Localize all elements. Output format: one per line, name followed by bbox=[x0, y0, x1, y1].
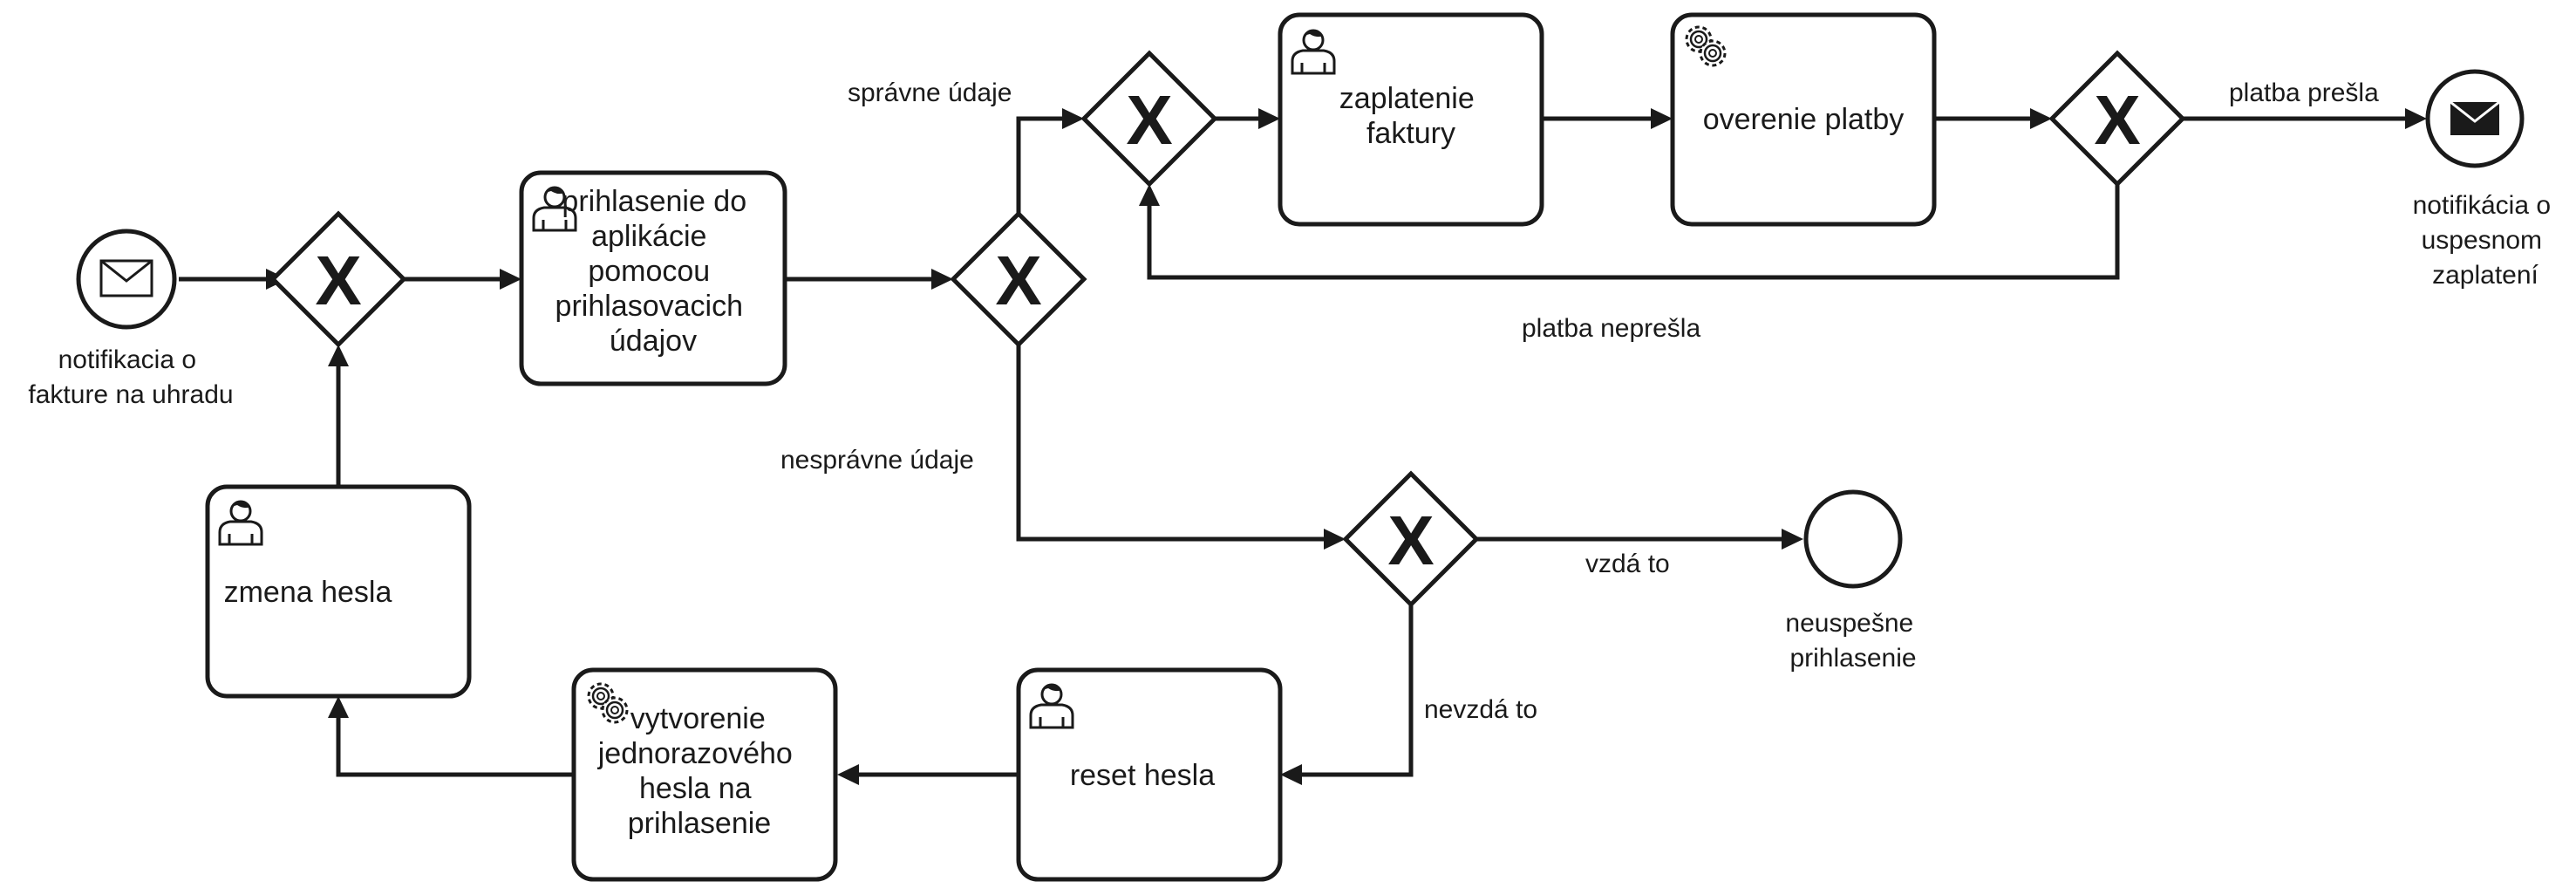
envelope-icon bbox=[99, 259, 153, 297]
task-change-password-label: zmena hesla bbox=[224, 576, 392, 609]
start-event[interactable]: notifikacia o fakture na uhradu bbox=[28, 229, 234, 409]
end-event-success[interactable]: notifikácia o uspesnom zaplatení bbox=[2413, 69, 2559, 290]
gateway-credentials-check[interactable]: X bbox=[950, 210, 1087, 348]
task-reset-password-label: reset hesla bbox=[1070, 759, 1215, 792]
flow-label-paid: platba prešla bbox=[2229, 79, 2379, 107]
gateway-x-marker: X bbox=[1126, 81, 1172, 159]
flow-label-give-up: vzdá to bbox=[1585, 550, 1670, 578]
task-create-otp-label: vytvorenie jednorazového hesla na prihla… bbox=[597, 702, 801, 840]
gateway-merge-login[interactable]: X bbox=[269, 210, 407, 348]
task-create-otp[interactable]: vytvorenie jednorazového hesla na prihla… bbox=[571, 667, 838, 882]
flow-gw2-to-gw3 bbox=[1016, 116, 1062, 214]
start-event-label: notifikacia o fakture na uhradu bbox=[28, 345, 233, 409]
gateway-x-marker: X bbox=[315, 242, 361, 319]
task-change-password[interactable]: zmena hesla bbox=[205, 484, 472, 699]
end-event-fail[interactable]: neuspešne prihlasenie bbox=[1785, 489, 1920, 673]
task-pay-invoice-label: zaplatenie faktury bbox=[1339, 82, 1482, 150]
task-verify-payment-label: overenie platby bbox=[1703, 103, 1905, 136]
task-login[interactable]: prihlasenie do aplikácie pomocou prihlas… bbox=[519, 170, 787, 386]
flow-label-correct: správne údaje bbox=[848, 79, 1012, 107]
gateway-merge-payment[interactable]: X bbox=[1080, 50, 1218, 188]
flow-gw4-back-to-gw3 bbox=[1147, 184, 2120, 280]
flow-label-incorrect: nesprávne údaje bbox=[780, 446, 974, 475]
gateway-x-marker: X bbox=[995, 242, 1041, 319]
flow-gw2-to-gw5 bbox=[1016, 345, 1324, 542]
flow-label-not-give-up: nevzdá to bbox=[1424, 695, 1537, 724]
flow-labels: správne údaje nesprávne údaje platba pre… bbox=[780, 79, 2379, 724]
gateway-x-marker: X bbox=[1387, 502, 1434, 579]
task-login-label: prihlasenie do aplikácie pomocou prihlas… bbox=[555, 185, 755, 358]
sequence-flows bbox=[179, 108, 2427, 785]
flow-label-not-paid: platba neprešla bbox=[1522, 314, 1700, 343]
task-verify-payment[interactable]: overenie platby bbox=[1670, 12, 1937, 227]
gateway-payment-result[interactable]: X bbox=[2048, 50, 2186, 188]
flow-gw5-to-reset bbox=[1302, 605, 1414, 777]
task-reset-password[interactable]: reset hesla bbox=[1016, 667, 1283, 882]
end-event-fail-label: neuspešne prihlasenie bbox=[1785, 609, 1920, 673]
end-event-success-label: notifikácia o uspesnom zaplatení bbox=[2413, 191, 2559, 290]
gateway-x-marker: X bbox=[2094, 81, 2140, 159]
gateway-give-up[interactable]: X bbox=[1342, 470, 1480, 608]
task-pay-invoice[interactable]: zaplatenie faktury bbox=[1278, 12, 1544, 227]
flow-otp-to-change bbox=[336, 718, 574, 777]
envelope-filled-icon bbox=[2450, 100, 2500, 135]
